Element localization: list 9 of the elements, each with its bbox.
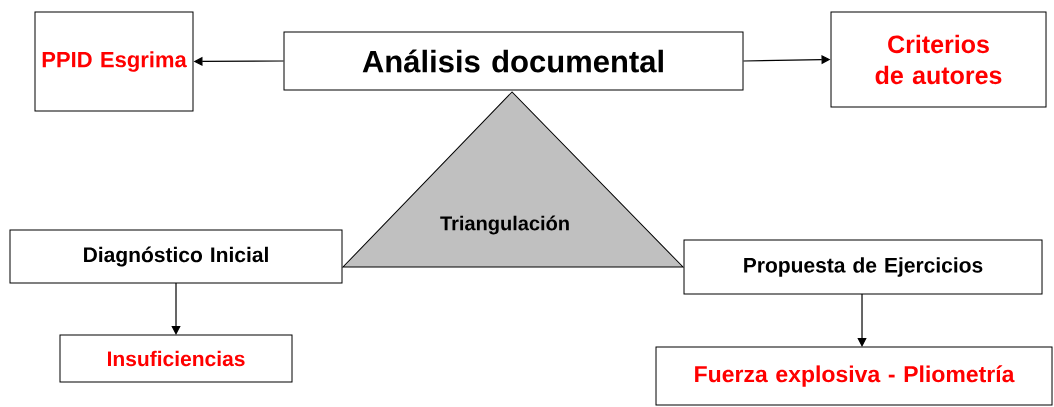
process-box: Criterios de autores bbox=[830, 11, 1047, 108]
process-box: PPID Esgrima bbox=[34, 11, 194, 112]
process-box: Diagnóstico Inicial bbox=[9, 229, 343, 284]
process-box: Insuficiencias bbox=[59, 334, 293, 383]
process-box: Propuesta de Ejercicios bbox=[683, 239, 1043, 295]
arrow bbox=[857, 293, 867, 347]
process-box: Análisis documental bbox=[283, 31, 744, 91]
process-box: Fuerza explosiva - Pliometría bbox=[655, 346, 1053, 406]
arrow bbox=[171, 282, 181, 335]
